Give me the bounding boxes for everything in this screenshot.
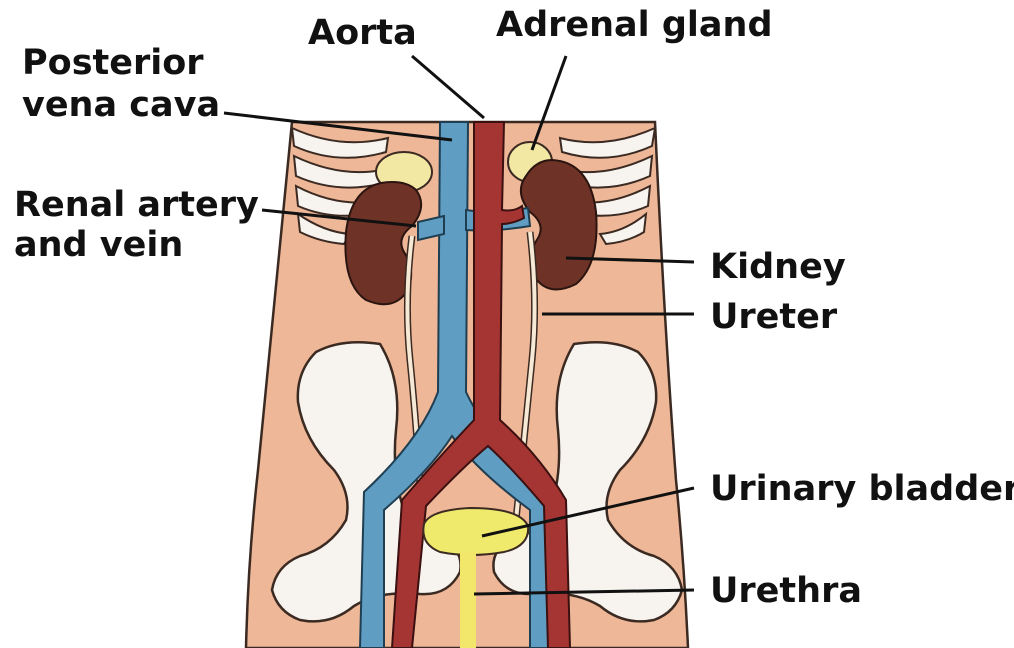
label-renal-artery-vein-line2: and vein [14, 225, 183, 265]
label-kidney: Kidney [710, 247, 846, 287]
label-urethra: Urethra [710, 571, 862, 611]
label-urinary-bladder: Urinary bladder [710, 469, 1014, 509]
label-adrenal-gland: Adrenal gland [496, 5, 773, 45]
label-aorta: Aorta [308, 13, 417, 53]
label-ureter: Ureter [710, 297, 838, 337]
urinary-bladder [423, 508, 528, 555]
urethra [460, 552, 476, 648]
label-posterior-vena-cava-line1: Posterior [22, 43, 204, 83]
leader-aorta [412, 56, 484, 118]
label-posterior-vena-cava-line2: vena cava [22, 85, 220, 125]
label-renal-artery-vein-line1: Renal artery [14, 185, 259, 225]
